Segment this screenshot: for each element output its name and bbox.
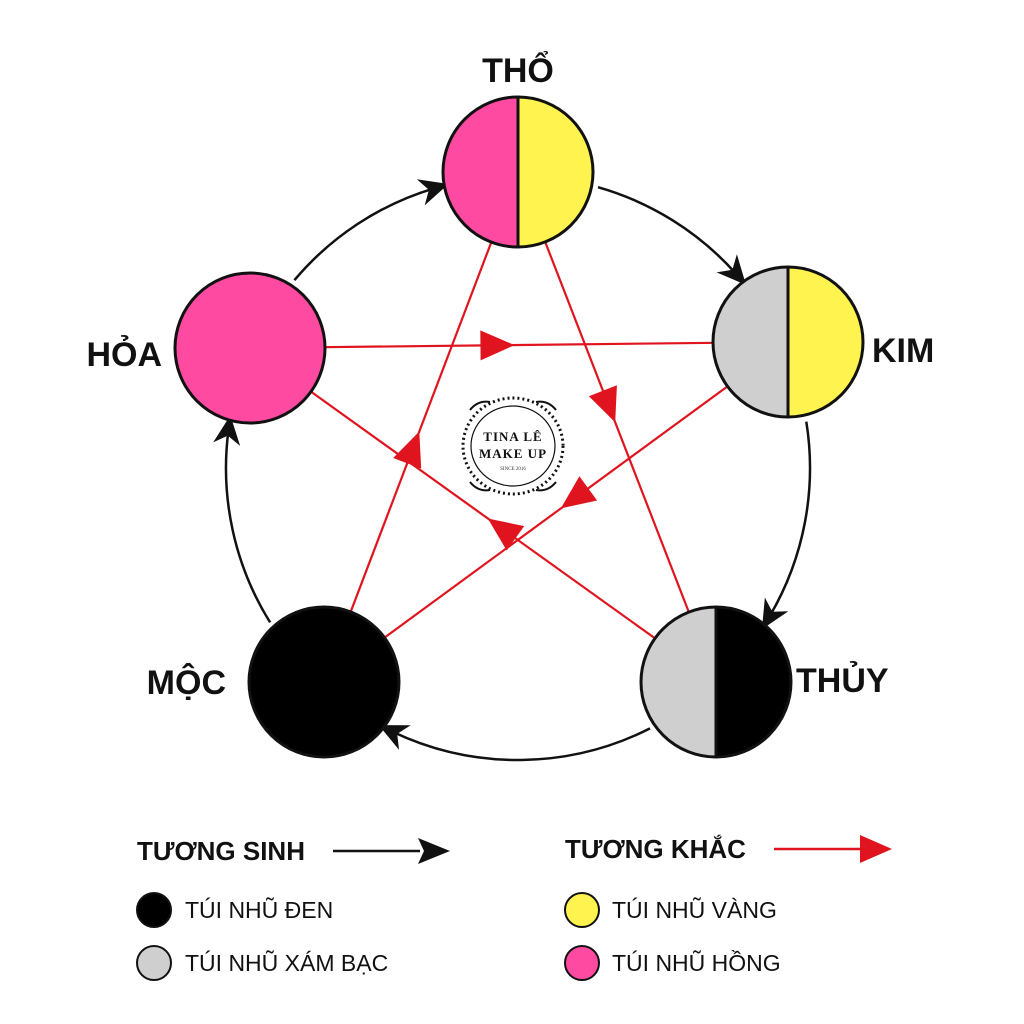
legend-label-silver: TÚI NHŨ XÁM BẠC: [185, 949, 388, 976]
legend-overcoming-arrowhead: [860, 835, 892, 863]
element-right-half-kim: [788, 267, 863, 417]
overcoming-line-thuy-to-hoa: [307, 389, 659, 641]
legend-generating-arrowhead: [418, 838, 450, 864]
overcoming-line-tho-to-thuy: [543, 238, 691, 616]
overcoming-arrowhead-moc-to-tho: [393, 431, 422, 469]
element-node-kim: [711, 265, 865, 419]
element-nodes-layer: [173, 95, 865, 759]
overcoming-line-moc-to-tho: [348, 238, 494, 616]
element-left-half-tho: [443, 97, 518, 247]
overcoming-arrowhead-thuy-to-hoa: [487, 518, 525, 551]
element-right-half-thuy: [716, 607, 791, 757]
legend-swatch-black: [136, 892, 172, 928]
overcoming-line-kim-to-moc: [381, 383, 731, 641]
element-node-hoa: [173, 271, 327, 425]
overcoming-arrowhead-hoa-to-kim: [480, 330, 515, 361]
element-node-moc: [247, 605, 401, 759]
legend-swatch-yellow: [564, 892, 600, 928]
brand-logo: TINA LÊ MAKE UP SINCE 2016: [461, 396, 565, 496]
logo-line-3: SINCE 2016: [500, 467, 526, 472]
overcoming-line-hoa-to-kim: [321, 341, 717, 349]
logo-line-2: MAKE UP: [479, 446, 547, 461]
logo-flourish: [469, 400, 557, 492]
overcoming-cycle-layer: [307, 238, 731, 641]
element-left-half-kim: [713, 267, 788, 417]
element-outline-kim: [711, 265, 865, 419]
generating-arrow-tho-to-kim: [597, 185, 746, 285]
element-outline-thuy: [639, 605, 793, 759]
legend-swatch-silver: [136, 945, 172, 981]
overcoming-arrowhead-tho-to-thuy: [588, 385, 617, 423]
legend: TƯƠNG SINH TƯƠNG KHẮC TÚI NHŨ ĐEN TÚI NH…: [136, 834, 892, 981]
legend-generating-title: TƯƠNG SINH: [137, 836, 305, 866]
logo-ornament-ring: [461, 396, 565, 496]
element-label-moc: MỘC: [147, 663, 226, 702]
element-label-tho: THỔ: [482, 52, 554, 90]
element-node-thuy: [639, 605, 793, 759]
legend-label-pink: TÚI NHŨ HỒNG: [612, 949, 781, 976]
legend-overcoming-title: TƯƠNG KHẮC: [565, 834, 746, 864]
generating-arrow-kim-to-thuy: [761, 421, 812, 630]
legend-label-black: TÚI NHŨ ĐEN: [185, 896, 333, 923]
element-label-hoa: HỎA: [86, 336, 162, 374]
overcoming-arrowhead-kim-to-moc: [560, 476, 598, 509]
generating-arrow-hoa-to-tho: [293, 179, 449, 282]
legend-label-yellow: TÚI NHŨ VÀNG: [612, 896, 777, 923]
element-circle-hoa: [173, 271, 327, 425]
generating-arrow-thuy-to-moc: [378, 725, 651, 762]
logo-inner-ring: [470, 405, 556, 487]
element-label-thuy: THỦY: [796, 662, 889, 700]
element-outline-tho: [441, 95, 595, 249]
element-label-kim: KIM: [872, 332, 934, 370]
generating-arrow-moc-to-hoa: [213, 415, 272, 624]
element-left-half-thuy: [641, 607, 716, 757]
generating-cycle-layer: [213, 179, 812, 762]
element-node-tho: [441, 95, 595, 249]
element-circle-moc: [247, 605, 401, 759]
logo-line-1: TINA LÊ: [483, 429, 542, 444]
element-right-half-tho: [518, 97, 593, 247]
legend-swatch-pink: [564, 945, 600, 981]
